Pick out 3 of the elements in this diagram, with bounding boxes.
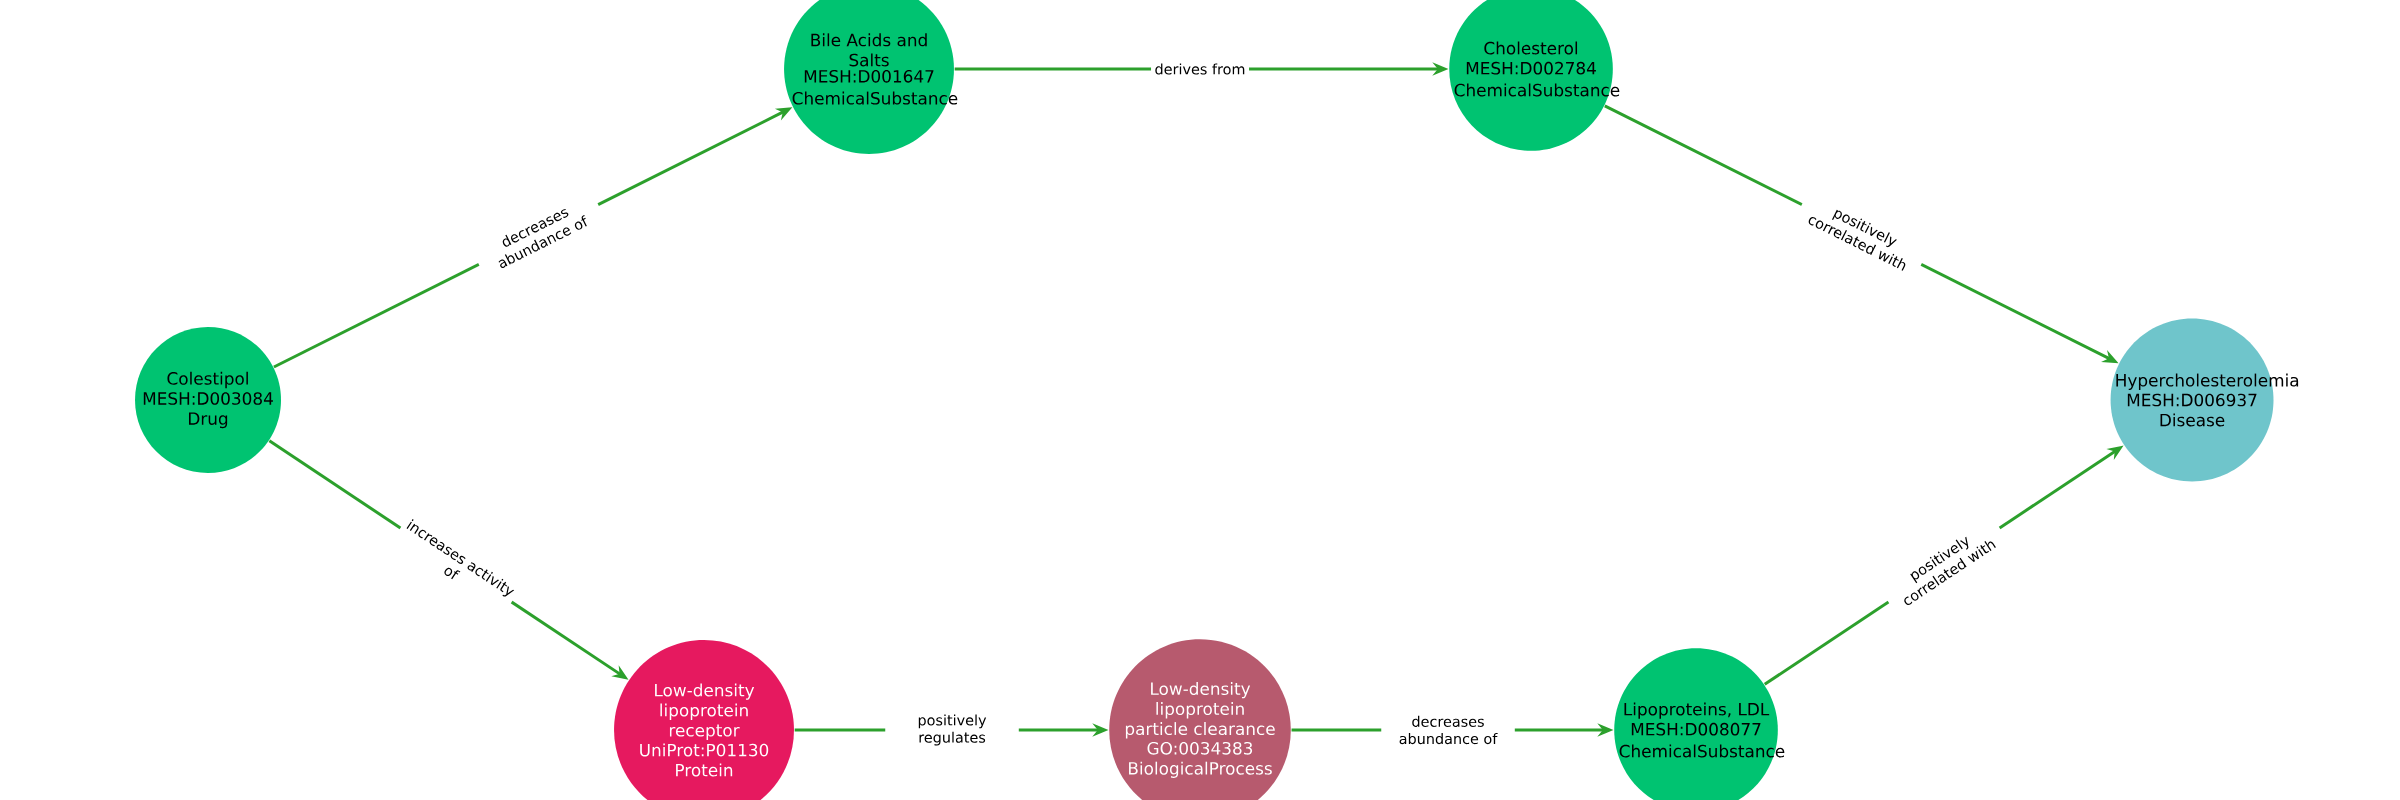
edge-label: positively regulates — [885, 710, 1019, 750]
edge-label: decreases abundance of — [1381, 712, 1515, 748]
edge-label: derives from — [1151, 59, 1249, 79]
